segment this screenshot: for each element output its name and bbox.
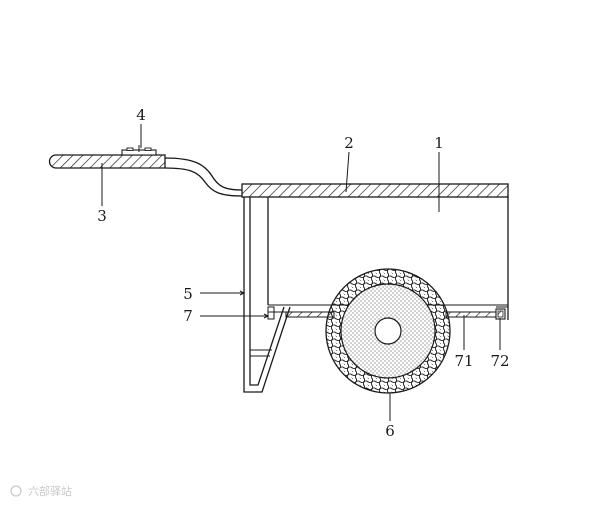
watermark-text: 六部驿站 xyxy=(28,484,72,498)
watermark: 六部驿站 xyxy=(10,484,72,498)
handle-grip xyxy=(48,154,166,169)
label-7: 7 xyxy=(183,307,193,325)
handle-switch xyxy=(121,145,157,156)
label-6: 6 xyxy=(385,422,395,440)
top-plate xyxy=(241,183,509,198)
label-1: 1 xyxy=(434,134,444,152)
support-frame xyxy=(243,197,291,393)
label-71: 71 xyxy=(454,352,473,370)
handle-bar xyxy=(164,157,243,197)
watermark-logo-icon xyxy=(10,485,22,497)
label-2: 2 xyxy=(344,134,354,152)
label-3: 3 xyxy=(97,207,107,225)
reference-labels: 4 2 1 3 5 7 71 72 6 xyxy=(97,106,509,440)
rail-fastener xyxy=(495,308,506,320)
label-4: 4 xyxy=(136,106,146,124)
label-72: 72 xyxy=(490,352,509,370)
leader-lines xyxy=(101,124,501,421)
wheel xyxy=(325,268,451,394)
label-5: 5 xyxy=(183,285,193,303)
